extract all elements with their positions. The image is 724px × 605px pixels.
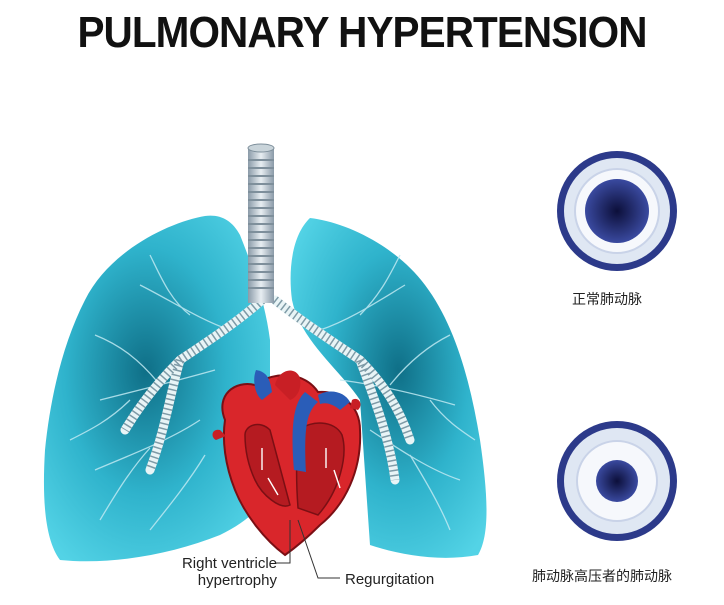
right-lung-vessels [319,254,476,531]
normal-artery [557,151,677,271]
rv-label-line1: Right ventricle [181,555,277,572]
hypertensive-artery [557,421,677,541]
left-lung-vessels [69,254,231,531]
page-title: PULMONARY HYPERTENSION [77,8,647,57]
hypertensive-artery-label: 肺动脉高压者的肺动脉 [532,569,672,585]
normal-artery-label: 正常肺动脉 [572,292,642,308]
rv-hypertrophy-label: Right ventricle hypertrophy [173,555,277,589]
leader-lines [276,519,340,579]
bronchi [120,295,415,485]
rv-label-line2: hypertrophy [197,572,277,589]
trachea [248,148,274,303]
regurgitation-label: Regurgitation [345,571,435,588]
heart [212,370,362,557]
